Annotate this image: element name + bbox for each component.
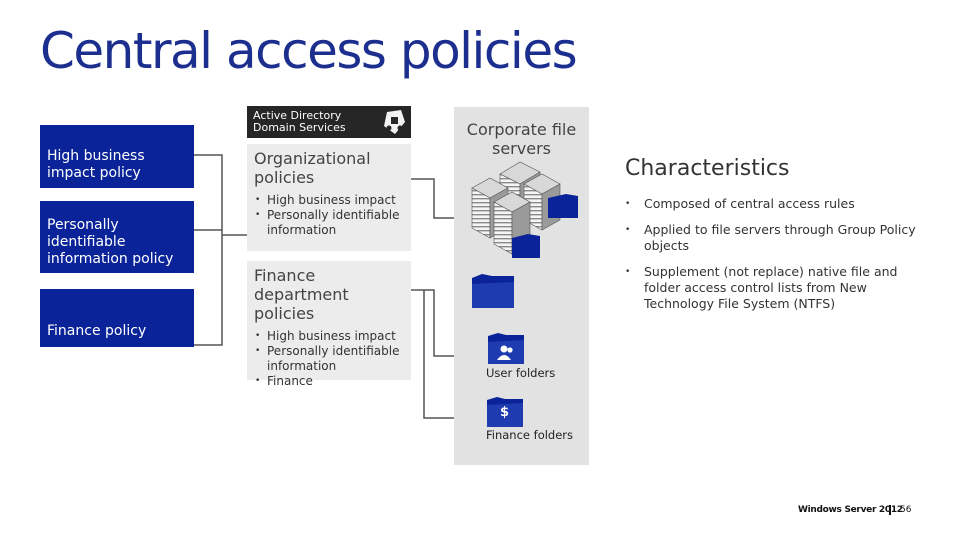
panel-title: Organizational policies	[254, 149, 371, 187]
policy-personally-identifiable: Personally identifiable information poli…	[40, 201, 194, 273]
policy-label: Personally identifiable information poli…	[47, 217, 174, 267]
policy-finance: Finance policy	[40, 289, 194, 347]
server-folder-icon	[548, 194, 578, 218]
policy-label: Finance policy	[47, 323, 147, 339]
list-item: High business impact	[254, 329, 404, 344]
policy-high-business-impact: High business impact policy	[40, 125, 194, 188]
dollar-sign: $	[500, 405, 510, 420]
active-directory-icon	[384, 110, 405, 134]
bracket-left	[194, 154, 223, 346]
organizational-policies-panel: Organizational policies High business im…	[247, 144, 411, 251]
footer-divider	[889, 505, 891, 515]
user-folders-label: User folders	[486, 366, 556, 380]
finance-folders-icon: $	[486, 397, 524, 428]
list-item: Personally identifiable information	[254, 344, 404, 374]
page-number: 56	[900, 505, 912, 515]
org-to-servers	[411, 178, 455, 219]
finance-policies-list: High business impact Personally identifi…	[254, 329, 404, 389]
footer-brand: Windows Server 2012	[798, 505, 903, 515]
active-directory-header: Active Directory Domain Services	[247, 106, 411, 138]
page-title: Central access policies	[40, 22, 578, 80]
list-item: Personally identifiable information	[254, 208, 404, 238]
panel-title: Finance department policies	[254, 266, 349, 323]
server-cluster-icon	[471, 161, 578, 258]
list-item: Applied to file servers through Group Po…	[625, 222, 925, 254]
ad-label: Active Directory Domain Services	[253, 109, 346, 134]
list-item: Composed of central access rules	[625, 196, 925, 212]
file-servers-title: Corporate file servers	[466, 120, 577, 158]
characteristics-list: Composed of central access rules Applied…	[625, 196, 925, 322]
user-folders-icon	[488, 333, 524, 364]
folder-icon	[472, 274, 514, 308]
list-item: Supplement (not replace) native file and…	[625, 264, 925, 312]
finance-policies-panel: Finance department policies High busines…	[247, 261, 411, 389]
org-policies-list: High business impact Personally identifi…	[254, 193, 404, 238]
server-folder-icon-2	[512, 234, 540, 258]
list-item: High business impact	[254, 193, 404, 208]
finance-folders-label: Finance folders	[486, 428, 574, 442]
list-item: Finance	[254, 374, 404, 389]
characteristics-title: Characteristics	[625, 156, 790, 181]
policy-label: High business impact policy	[47, 148, 145, 181]
